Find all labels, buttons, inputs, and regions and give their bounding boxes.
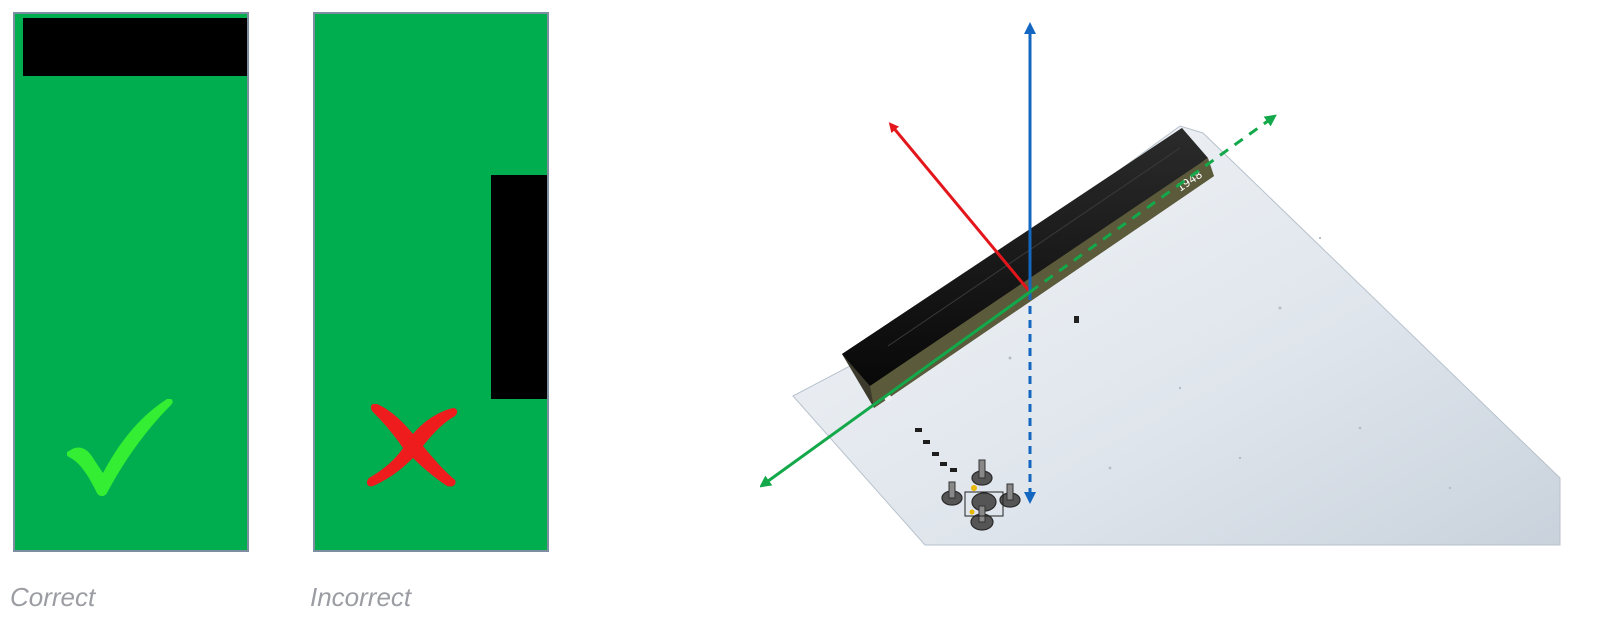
pcb-board — [15, 14, 247, 550]
standoff-cluster — [941, 459, 1021, 531]
connector-3d-render: 1948 — [760, 22, 1561, 546]
caption-incorrect: Incorrect — [310, 582, 412, 612]
pcb-texture — [1008, 236, 1452, 490]
red-axis-arrow — [888, 122, 1032, 293]
green-axis-arrow-down-left — [760, 290, 1031, 488]
cross-mark-icon — [367, 404, 458, 487]
incorrect-orientation-panel — [313, 12, 549, 552]
green-axis-dashed-up-right — [1029, 114, 1277, 294]
connector-horizontal — [23, 18, 247, 76]
connector-vertical — [491, 175, 547, 399]
smd-components — [915, 428, 957, 472]
caption-correct: Correct — [10, 582, 96, 612]
axis-arrows — [760, 22, 1277, 504]
check-mark-icon — [67, 399, 173, 496]
correct-orientation-panel — [13, 12, 249, 552]
